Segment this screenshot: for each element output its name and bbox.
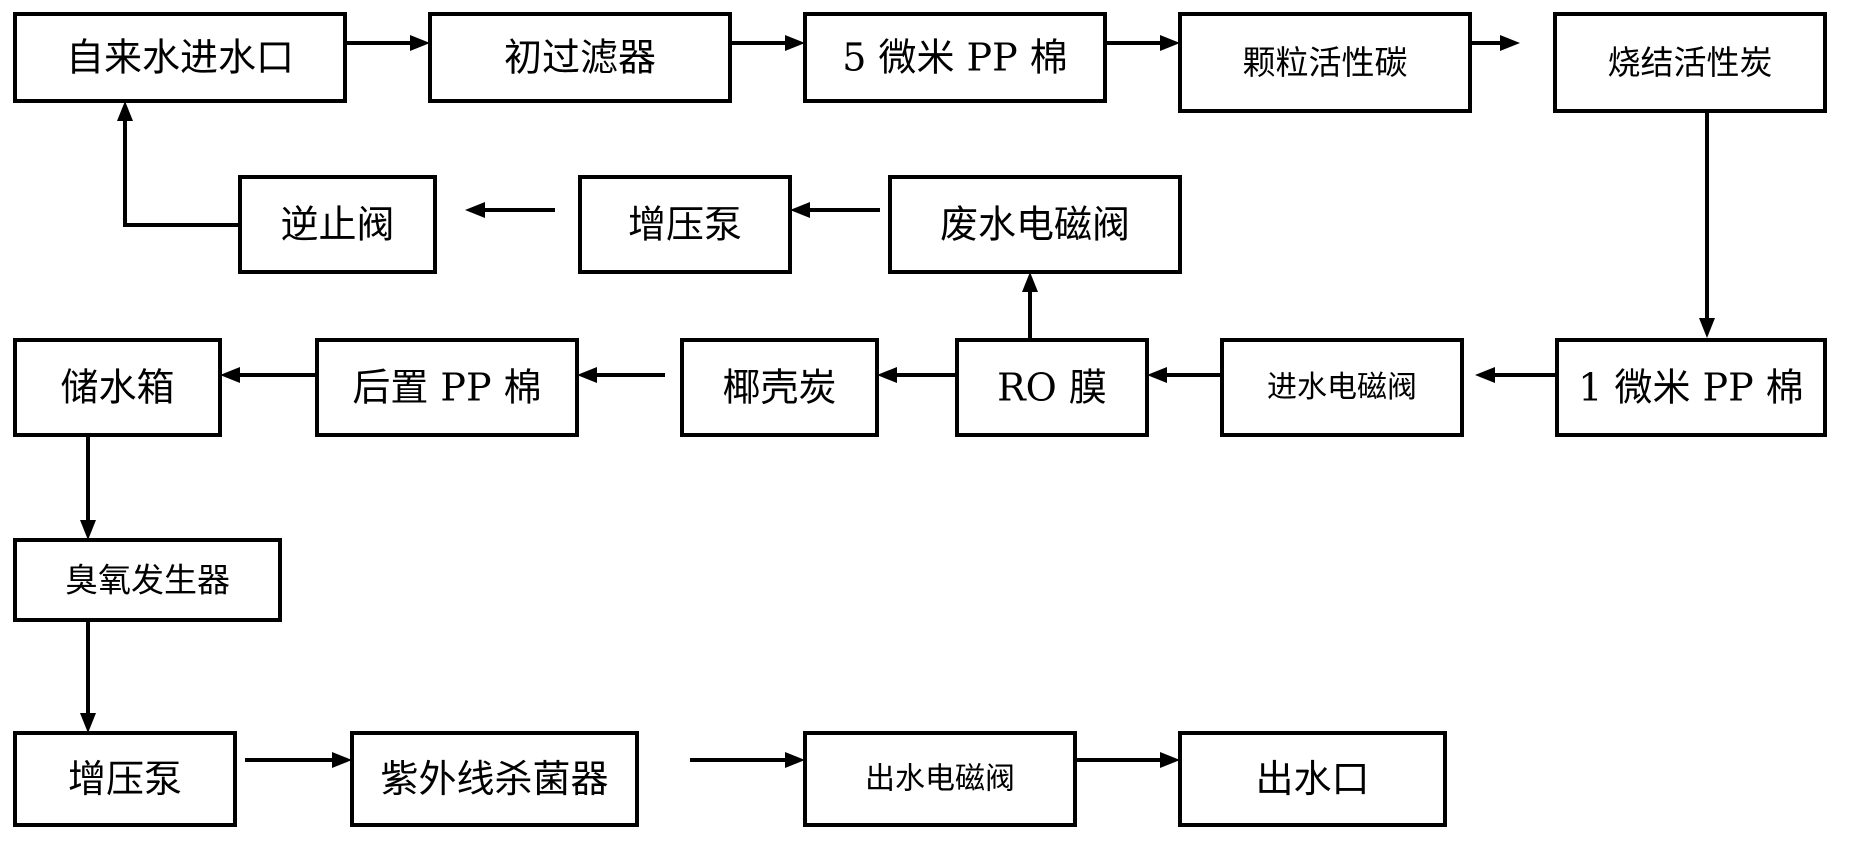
- node-coconut-carbon-label: 椰壳炭: [722, 366, 836, 410]
- node-booster-pump-1-label: 增压泵: [628, 203, 742, 247]
- arrow-sintered-carbon-to-pp-1um: [1699, 111, 1715, 338]
- arrow-post-pp-to-storage-tank: [220, 367, 317, 383]
- node-post-pp: 后置 PP 棉: [315, 338, 579, 437]
- node-granular-carbon: 颗粒活性碳: [1178, 12, 1472, 113]
- arrow-ro-membrane-to-coconut-carbon: [877, 367, 957, 383]
- node-check-valve: 逆止阀: [238, 175, 437, 274]
- arrow-granular-carbon-to-sintered-carbon: [1470, 35, 1520, 51]
- node-storage-tank-label: 储水箱: [60, 366, 174, 410]
- node-water-outlet-label: 出水口: [1255, 757, 1369, 801]
- node-post-pp-label: 后置 PP 棉: [352, 366, 541, 410]
- node-waste-solenoid: 废水电磁阀: [888, 175, 1182, 274]
- node-booster-pump-1: 增压泵: [578, 175, 792, 274]
- arrow-tap-inlet-to-pre-filter: [345, 35, 430, 51]
- node-waste-solenoid-label: 废水电磁阀: [940, 203, 1130, 247]
- node-coconut-carbon: 椰壳炭: [680, 338, 879, 437]
- arrow-coconut-carbon-to-post-pp: [577, 367, 665, 383]
- node-storage-tank: 储水箱: [13, 338, 222, 437]
- node-outlet-solenoid-label: 出水电磁阀: [865, 762, 1015, 797]
- node-water-outlet: 出水口: [1178, 731, 1447, 827]
- node-inlet-solenoid: 进水电磁阀: [1220, 338, 1464, 437]
- node-check-valve-label: 逆止阀: [280, 203, 394, 247]
- node-inlet-solenoid-label: 进水电磁阀: [1267, 370, 1417, 405]
- node-pre-filter-label: 初过滤器: [504, 36, 656, 80]
- arrow-waste-solenoid-to-booster-pump-1: [790, 202, 880, 218]
- arrow-ro-membrane-to-waste-solenoid: [1022, 272, 1038, 340]
- node-pp-1um: 1 微米 PP 棉: [1555, 338, 1827, 437]
- node-tap-inlet-label: 自来水进水口: [66, 36, 294, 80]
- node-pp-5um: 5 微米 PP 棉: [803, 12, 1107, 103]
- node-tap-inlet: 自来水进水口: [13, 12, 347, 103]
- node-ozone-generator: 臭氧发生器: [13, 538, 282, 622]
- arrow-pp-5um-to-granular-carbon: [1105, 35, 1180, 51]
- node-pre-filter: 初过滤器: [428, 12, 732, 103]
- arrow-inlet-solenoid-to-ro-membrane: [1147, 367, 1222, 383]
- arrow-pp-1um-to-inlet-solenoid: [1475, 367, 1557, 383]
- arrow-storage-tank-to-ozone-generator: [80, 435, 96, 540]
- arrow-check-valve-to-tap-inlet: [117, 101, 240, 227]
- node-sintered-carbon-label: 烧结活性炭: [1608, 43, 1773, 82]
- arrow-ozone-generator-to-booster-pump-2: [80, 620, 96, 733]
- node-sintered-carbon: 烧结活性炭: [1553, 12, 1827, 113]
- node-ro-membrane-label: RO 膜: [997, 366, 1107, 410]
- arrow-uv-sterilizer-to-outlet-solenoid: [690, 752, 805, 768]
- arrow-pre-filter-to-pp-5um: [730, 35, 805, 51]
- node-ozone-generator-label: 臭氧发生器: [65, 561, 230, 600]
- arrow-booster-pump-2-to-uv-sterilizer: [245, 752, 352, 768]
- node-uv-sterilizer-label: 紫外线杀菌器: [380, 757, 608, 801]
- node-ro-membrane: RO 膜: [955, 338, 1149, 437]
- node-uv-sterilizer: 紫外线杀菌器: [350, 731, 639, 827]
- node-outlet-solenoid: 出水电磁阀: [803, 731, 1077, 827]
- node-booster-pump-2-label: 增压泵: [68, 757, 182, 801]
- node-granular-carbon-label: 颗粒活性碳: [1243, 43, 1408, 82]
- arrow-outlet-solenoid-to-water-outlet: [1075, 752, 1180, 768]
- node-booster-pump-2: 增压泵: [13, 731, 237, 827]
- node-pp-5um-label: 5 微米 PP 棉: [842, 36, 1068, 80]
- arrow-booster-pump-1-to-check-valve: [465, 202, 555, 218]
- node-pp-1um-label: 1 微米 PP 棉: [1578, 366, 1804, 410]
